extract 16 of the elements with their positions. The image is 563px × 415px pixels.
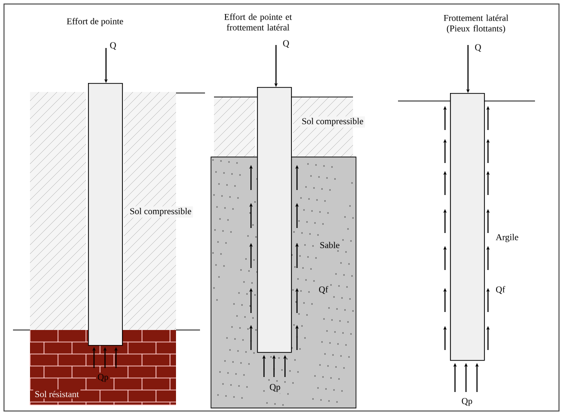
label: Qf: [496, 286, 506, 294]
pile: [88, 83, 123, 346]
label: Qp: [462, 398, 472, 406]
label: Qf: [317, 284, 330, 296]
label: Qp: [268, 382, 282, 394]
label: Frottement latéral (Pieux flottants): [444, 14, 508, 34]
label: Q: [110, 42, 116, 50]
label: Effort de pointe et frottement latéral: [224, 14, 292, 30]
label: Sol compressible: [128, 206, 193, 218]
label: Q: [283, 40, 290, 48]
label: Sol compressible: [300, 116, 365, 128]
label: Q: [475, 44, 482, 52]
pile: [450, 93, 485, 361]
label: Effort de pointe: [66, 18, 124, 26]
pile: [257, 87, 292, 353]
label: Qp: [96, 372, 110, 384]
